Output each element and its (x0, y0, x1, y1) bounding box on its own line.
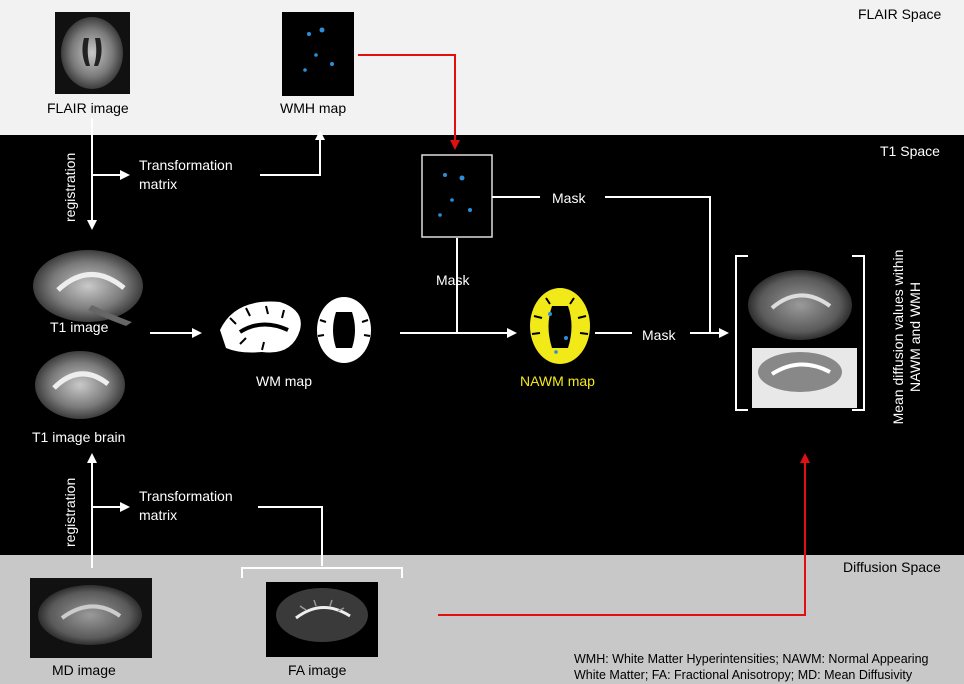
t1-space-label: T1 Space (880, 143, 940, 159)
result-label: Mean diffusion values within NAWM and WM… (890, 242, 924, 432)
transformation-bottom-label-line1: Transformation (139, 488, 233, 504)
nawm-map-label: NAWM map (520, 373, 595, 389)
mask-label-top: Mask (552, 190, 586, 206)
white-connectors (87, 118, 865, 578)
result-label-line2: NAWM and WMH (907, 282, 923, 392)
diffusion-space-label: Diffusion Space (843, 559, 941, 575)
t1-image-thumbnail (33, 250, 143, 326)
t1-image-brain-thumbnail (35, 351, 125, 419)
fa-image-label: FA image (288, 662, 347, 678)
wmh-map-thumbnail (282, 12, 354, 96)
t1-image-label: T1 image (50, 319, 109, 335)
result-fa-thumbnail (752, 348, 857, 408)
transformation-top-label-line1: Transformation (139, 157, 233, 173)
footnote-line1: WMH: White Matter Hyperintensities; NAWM… (574, 652, 929, 666)
result-label-line1: Mean diffusion values within (890, 249, 906, 425)
wmh-map-t1-thumbnail (421, 154, 493, 238)
mask-label-right: Mask (642, 327, 676, 343)
wm-map-label: WM map (256, 373, 312, 389)
flair-space-band (0, 0, 964, 135)
flair-space-label: FLAIR Space (858, 6, 942, 22)
wmh-map-label: WMH map (280, 100, 347, 116)
registration-bottom-label: registration (62, 477, 78, 547)
t1-image-brain-label: T1 image brain (32, 429, 126, 445)
result-md-thumbnail (748, 270, 852, 340)
transformation-bottom-label-line2: matrix (139, 507, 178, 523)
flair-image-thumbnail (55, 12, 130, 94)
fa-image-thumbnail (266, 582, 378, 657)
red-connectors (358, 54, 810, 616)
registration-top-label: registration (62, 152, 78, 222)
diffusion-space-band (0, 555, 964, 684)
flair-image-label: FLAIR image (47, 100, 129, 116)
transformation-top-label-line2: matrix (139, 176, 178, 192)
wm-map-thumbnail (220, 297, 371, 363)
md-image-label: MD image (52, 662, 116, 678)
nawm-map-thumbnail (530, 288, 590, 364)
footnote-line2: White Matter; FA: Fractional Anisotropy;… (574, 668, 913, 682)
md-image-thumbnail (30, 578, 152, 658)
footnote: WMH: White Matter Hyperintensities; NAWM… (574, 651, 929, 683)
mask-label-mid: Mask (436, 272, 470, 288)
